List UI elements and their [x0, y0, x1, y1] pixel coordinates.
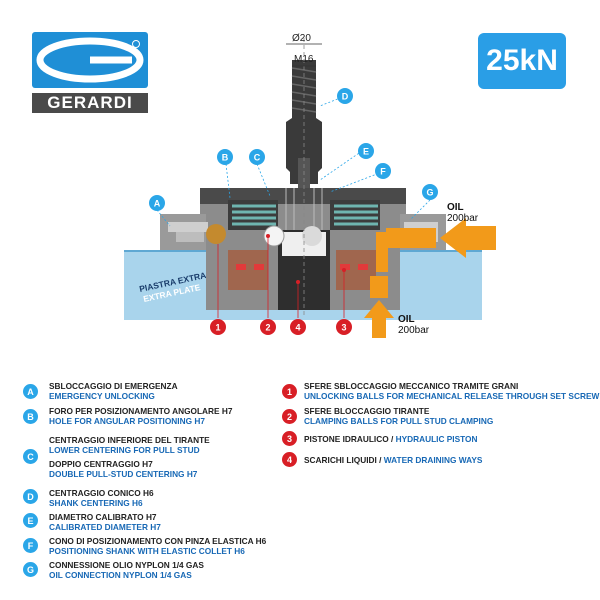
- callout-d: D: [337, 88, 353, 104]
- legend-key-e: E: [23, 513, 38, 528]
- unlocking-ball: [206, 224, 226, 244]
- svg-text:B: B: [222, 153, 229, 163]
- svg-text:E: E: [363, 147, 369, 157]
- legend-item-4: SCARICHI LIQUIDI / WATER DRAINING WAYS: [304, 455, 483, 465]
- spring-left: [232, 204, 276, 226]
- callout-f: F: [375, 163, 391, 179]
- callout-b: B: [217, 149, 233, 165]
- svg-text:D: D: [342, 92, 349, 102]
- oil-top-pressure: 200bar: [447, 213, 479, 224]
- capacity-badge: 25kN: [478, 33, 566, 89]
- legend-key-d: D: [23, 489, 38, 504]
- svg-text:G: G: [426, 188, 433, 198]
- legend-item-d: CENTRAGGIO CONICO H6 SHANK CENTERING H6: [49, 488, 154, 508]
- oil-bottom-pressure: 200bar: [398, 325, 430, 336]
- legend-item-f: CONO DI POSIZIONAMENTO CON PINZA ELASTIC…: [49, 536, 267, 556]
- svg-text:C: C: [254, 153, 261, 163]
- svg-text:3: 3: [341, 323, 346, 333]
- legend-item-1: SFERE SBLOCCAGGIO MECCANICO TRAMITE GRAN…: [304, 381, 600, 401]
- oil-arrow-bottom: [364, 300, 394, 338]
- callout-e: E: [358, 143, 374, 159]
- legend-item-3: PISTONE IDRAULICO / HYDRAULIC PISTON: [304, 434, 478, 444]
- legend-key-1: 1: [282, 384, 297, 399]
- diameter-label: Ø20: [292, 33, 311, 44]
- brand-logo-mark: [36, 37, 144, 83]
- clamping-ball: [263, 225, 285, 247]
- legend-item-g: CONNESSIONE OLIO NYPLON 1/4 GAS OIL CONN…: [49, 560, 204, 580]
- svg-text:1: 1: [215, 323, 220, 333]
- brand-name: GERARDI: [32, 93, 148, 113]
- legend-item-2: SFERE BLOCCAGGIO TIRANTE CLAMPING BALLS …: [304, 406, 494, 426]
- svg-text:2: 2: [265, 323, 270, 333]
- callout-3: 3: [336, 319, 352, 335]
- legend-item-c: CENTRAGGIO INFERIORE DEL TIRANTE LOWER C…: [49, 435, 210, 479]
- callout-c: C: [249, 149, 265, 165]
- oil-top-label: OIL: [447, 202, 464, 213]
- legend-key-4: 4: [282, 452, 297, 467]
- legend-key-3: 3: [282, 431, 297, 446]
- oil-arrow-top: [440, 218, 496, 258]
- brand-logo: [32, 32, 148, 88]
- legend-key-a: A: [23, 384, 38, 399]
- legend-item-b: FORO PER POSIZIONAMENTO ANGOLARE H7 HOLE…: [49, 406, 233, 426]
- legend-key-b: B: [23, 409, 38, 424]
- legend-item-e: DIAMETRO CALIBRATO H7 CALIBRATED DIAMETE…: [49, 512, 161, 532]
- callout-a: A: [149, 195, 165, 211]
- oil-bottom-label: OIL: [398, 314, 415, 325]
- callout-2: 2: [260, 319, 276, 335]
- legend-key-c: C: [23, 449, 38, 464]
- oil-fitting-top: [386, 228, 436, 248]
- oil-fitting-bottom: [370, 276, 388, 298]
- svg-text:A: A: [154, 199, 161, 209]
- svg-text:4: 4: [295, 323, 300, 333]
- legend-key-g: G: [23, 562, 38, 577]
- spring-right: [334, 204, 378, 226]
- callout-4: 4: [290, 319, 306, 335]
- clamping-module-diagram: PIASTRA EXTRA EXTRA PLATE Ø20 M16: [124, 33, 496, 338]
- legend-key-2: 2: [282, 409, 297, 424]
- legend-key-f: F: [23, 538, 38, 553]
- legend-item-a: SBLOCCAGGIO DI EMERGENZA EMERGENCY UNLOC…: [49, 381, 178, 401]
- svg-text:F: F: [380, 167, 386, 177]
- thread-label: M16: [294, 54, 314, 65]
- callout-g: G: [422, 184, 438, 200]
- callout-1: 1: [210, 319, 226, 335]
